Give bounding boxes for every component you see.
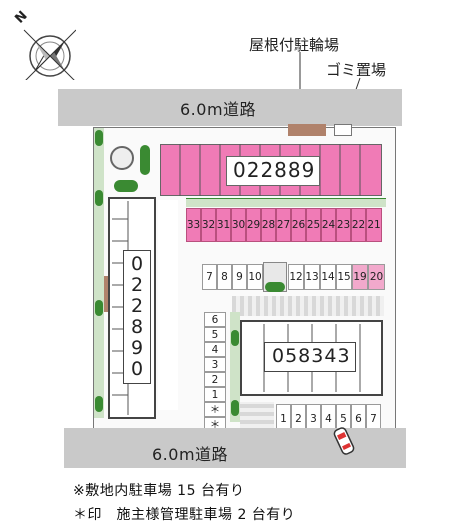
garbage-area <box>334 124 352 136</box>
parking-space: 27 <box>276 208 291 242</box>
parking-space: 20 <box>368 264 385 290</box>
hedge-middle <box>230 312 240 422</box>
parking-space: 2 <box>291 404 306 434</box>
parking-space: 3 <box>204 357 226 372</box>
top-road <box>58 89 402 126</box>
parking-space: 25 <box>306 208 321 242</box>
top-building-label: 022889 <box>233 158 316 182</box>
compass-icon <box>23 29 77 83</box>
note-line-2: ＊印 施主様管理駐車場 2 台有り <box>73 507 296 523</box>
parking-space: 6 <box>204 312 226 327</box>
tree-1 <box>95 130 103 146</box>
parking-space: 24 <box>321 208 336 242</box>
parking-space: 2 <box>204 372 226 387</box>
garbage-label: ゴミ置場 <box>326 61 387 79</box>
right-building-label: 058343 <box>272 345 351 367</box>
parking-space: 22 <box>351 208 366 242</box>
parking-space: 6 <box>351 404 366 434</box>
bike-shelter-area <box>288 124 326 136</box>
top-building-label-box <box>226 156 320 186</box>
parking-space: 4 <box>204 342 226 357</box>
tree-3 <box>95 300 103 316</box>
tree-9 <box>231 400 239 416</box>
left-building-label-box <box>123 250 151 384</box>
parking-space: 9 <box>232 264 247 290</box>
parking-space: 10 <box>247 264 263 290</box>
parking-space: 32 <box>201 208 216 242</box>
tree-2 <box>95 190 103 206</box>
top-road-label: 6.0m道路 <box>180 100 257 119</box>
car-icon <box>333 427 355 455</box>
parking-space: 5 <box>204 327 226 342</box>
tree-4 <box>95 396 103 412</box>
parking-space: 12 <box>288 264 304 290</box>
parking-space: 21 <box>366 208 382 242</box>
parking-space: 30 <box>231 208 246 242</box>
parking-space: 4 <box>321 404 336 434</box>
parking-space: 19 <box>352 264 368 290</box>
left-building-label: 022890 <box>130 253 144 380</box>
bottom-road-label: 6.0m道路 <box>152 445 229 464</box>
bike-shelter-label: 屋根付駐輪場 <box>249 36 340 54</box>
tree-7 <box>265 282 285 292</box>
right-building-label-box <box>264 342 356 372</box>
compass: N <box>10 8 77 83</box>
driveway <box>158 200 178 410</box>
hedge-top <box>186 198 386 207</box>
planter-icon <box>110 146 134 170</box>
parking-space: 1 <box>204 387 226 402</box>
paving <box>232 296 384 316</box>
note-line-1: ※敷地内駐車場 15 台有り <box>73 483 245 499</box>
tree-6 <box>114 180 138 192</box>
parking-space: 28 <box>261 208 276 242</box>
parking-space: 14 <box>320 264 336 290</box>
parking-space: 15 <box>336 264 352 290</box>
parking-space: ＊ <box>204 402 226 417</box>
parking-space: 8 <box>217 264 232 290</box>
tree-8 <box>231 330 239 346</box>
parking-space: 5 <box>336 404 351 434</box>
parking-space: 7 <box>202 264 217 290</box>
tree-5 <box>140 145 150 175</box>
parking-space: 33 <box>186 208 201 242</box>
hedge-left <box>94 128 104 418</box>
paving-bottom <box>240 402 274 432</box>
parking-space: 26 <box>291 208 306 242</box>
parking-space: 23 <box>336 208 351 242</box>
parking-space: 13 <box>304 264 320 290</box>
parking-space: 29 <box>246 208 261 242</box>
parking-space: 31 <box>216 208 231 242</box>
